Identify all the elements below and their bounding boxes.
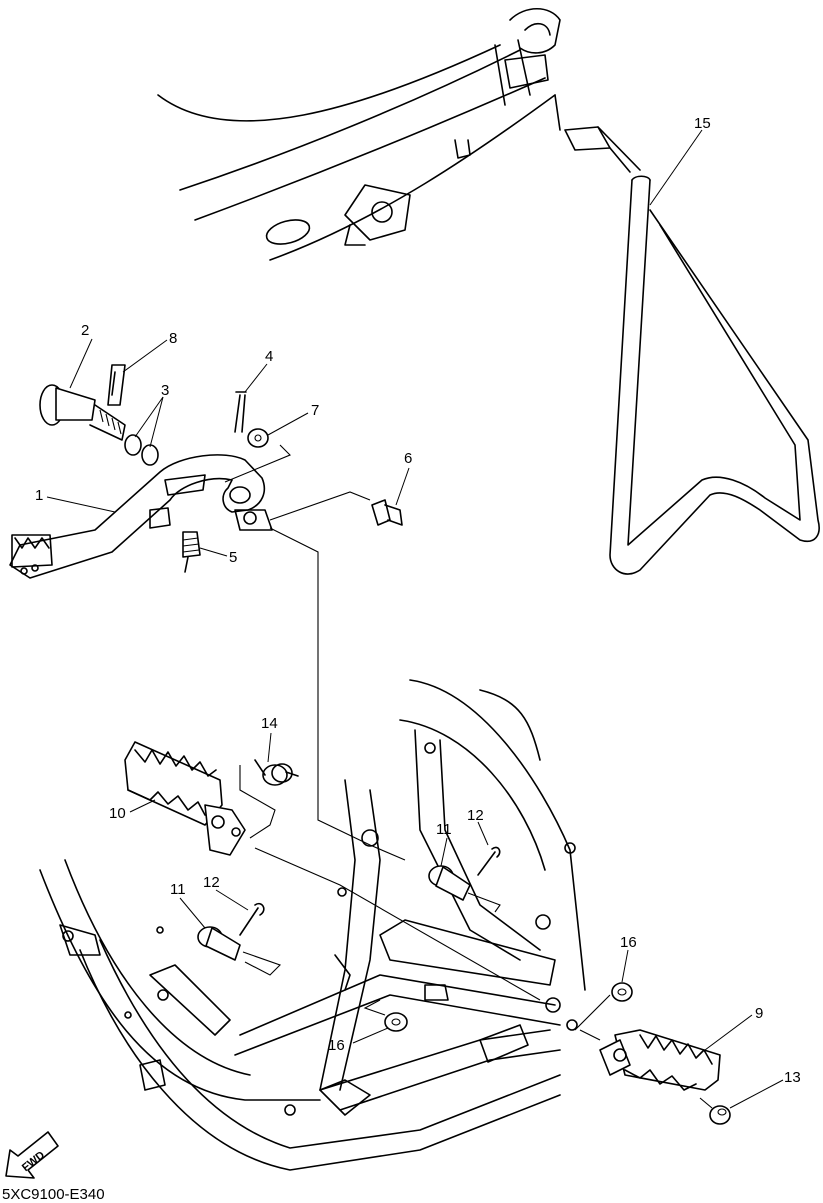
- callout-leaders: [46, 129, 784, 1109]
- pivot-bolt: [39, 384, 126, 441]
- footpeg-left: [124, 741, 246, 856]
- diagram-code: 5XC9100-E340: [2, 1186, 105, 1203]
- lower-frame: [39, 679, 586, 1171]
- upper-frame: [157, 8, 561, 261]
- footpeg-right: [599, 1029, 721, 1091]
- collar-left: [384, 1012, 408, 1032]
- callout-2: 2: [81, 322, 89, 339]
- cotter-pin: [234, 391, 247, 433]
- pin-left: [239, 902, 265, 936]
- rear-stand: [564, 126, 820, 575]
- callout-12-left: 12: [203, 874, 220, 891]
- callout-16-right: 16: [620, 934, 637, 951]
- collar-right: [611, 982, 633, 1002]
- bolt-left: [197, 926, 241, 961]
- brake-pedal: [9, 454, 266, 579]
- o-rings: [124, 434, 159, 466]
- callout-8: 8: [169, 330, 177, 347]
- callout-12-right: 12: [467, 807, 484, 824]
- washer: [247, 428, 269, 448]
- callout-15: 15: [694, 115, 711, 132]
- pin-right: [477, 846, 501, 876]
- callout-7: 7: [311, 402, 319, 419]
- footpeg-spring: [254, 759, 299, 786]
- bolt-right: [428, 865, 471, 901]
- callout-11-left: 11: [170, 881, 186, 898]
- callout-1: 1: [35, 487, 43, 504]
- return-spring: [182, 531, 201, 573]
- callout-4: 4: [265, 348, 273, 365]
- callout-13: 13: [784, 1069, 801, 1086]
- callout-5: 5: [229, 549, 237, 566]
- assembly-lines: [224, 444, 713, 1109]
- callout-14: 14: [261, 715, 278, 732]
- r-clip: [107, 364, 126, 406]
- callout-10: 10: [109, 805, 126, 822]
- callout-3: 3: [161, 382, 169, 399]
- callout-9: 9: [755, 1005, 763, 1022]
- callout-6: 6: [404, 450, 412, 467]
- callout-labels: 2 8 3 4 7 6 1 5 15 14 10 11 12 11 12 16 …: [35, 115, 801, 1086]
- clevis-pin: [371, 499, 403, 526]
- callout-11-right: 11: [436, 821, 452, 838]
- fwd-arrow: FWD: [5, 1131, 59, 1179]
- peg-clip: [709, 1105, 731, 1125]
- callout-16-left: 16: [328, 1037, 345, 1054]
